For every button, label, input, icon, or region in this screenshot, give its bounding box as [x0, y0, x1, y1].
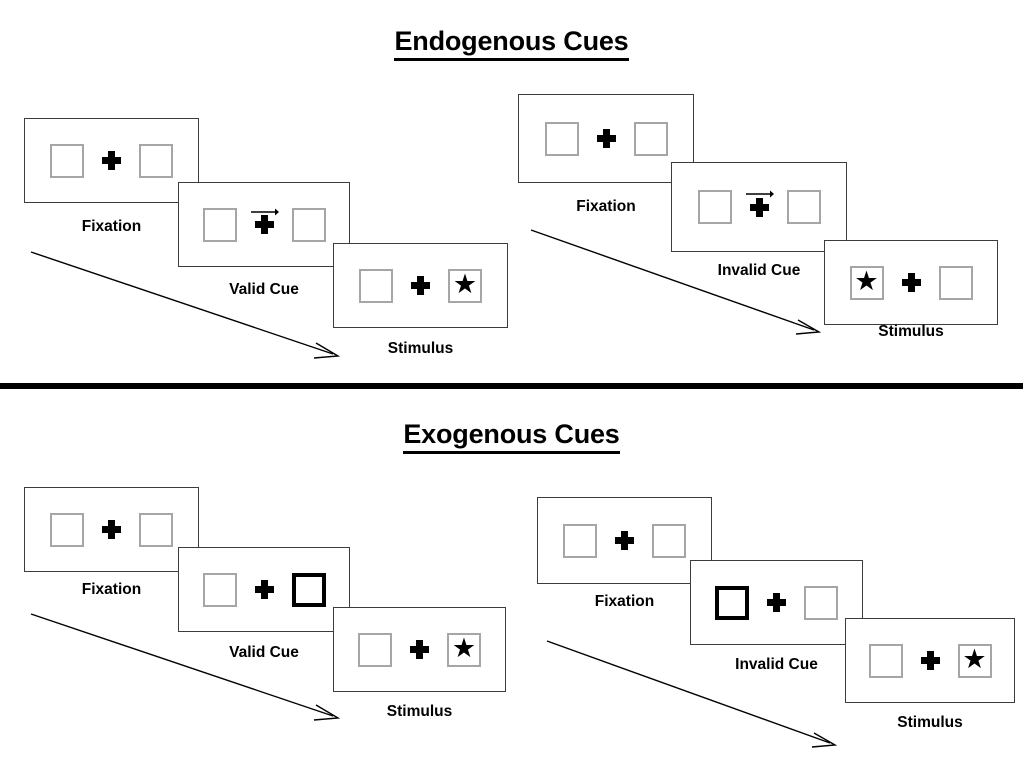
placeholder-box-left [544, 121, 579, 156]
placeholder-box-left [697, 190, 732, 224]
panel-content: ★ [334, 608, 505, 691]
panel-content [25, 488, 198, 571]
placeholder-box-right [804, 585, 838, 620]
arrow-right-icon [250, 208, 279, 215]
stage-label-exo-invalid-cue: Invalid Cue [735, 656, 818, 673]
star-target-icon: ★ [854, 266, 879, 296]
section-title-exogenous: Exogenous Cues [0, 419, 1023, 454]
stage-label-exo-invalid-stimulus: Stimulus [897, 714, 963, 731]
fixation-cross-icon [411, 276, 430, 295]
fixation-cross-area [596, 122, 616, 156]
stage-label-endo-valid-stimulus: Stimulus [387, 340, 454, 357]
fixation-cross-area [254, 573, 274, 607]
fixation-cross-icon [102, 520, 121, 539]
placeholder-box-left-cued [715, 585, 749, 620]
section-divider [0, 383, 1023, 389]
fixation-cross-icon [254, 580, 274, 599]
placeholder-box-left [358, 632, 392, 667]
section-title-endogenous: Endogenous Cues [0, 26, 1023, 61]
placeholder-box-right-target: ★ [448, 268, 482, 303]
stage-label-exo-invalid-fixation: Fixation [594, 593, 655, 610]
trial-panel-exo-invalid-stimulus[interactable]: ★ [845, 618, 1015, 703]
fixation-cross-icon [767, 593, 786, 612]
fixation-cross-icon [102, 151, 121, 170]
fixation-cross-icon [410, 640, 429, 659]
fixation-cross-area [410, 633, 429, 667]
fixation-cross-icon [615, 531, 634, 550]
star-target-icon: ★ [962, 644, 987, 674]
stage-label-endo-valid-cue: Valid Cue [229, 281, 299, 298]
stage-label-endo-invalid-fixation: Fixation [576, 198, 636, 215]
placeholder-box-left [50, 512, 84, 547]
fixation-cross-area [102, 513, 121, 547]
panel-content [691, 561, 862, 644]
fixation-cross-icon [901, 273, 921, 292]
panel-content: ★ [334, 244, 507, 327]
fixation-cross-area [745, 190, 774, 224]
panel-content: ★ [846, 619, 1014, 702]
placeholder-box-right [139, 512, 173, 547]
arrow-right-icon [745, 190, 774, 198]
star-target-icon: ★ [452, 269, 478, 299]
placeholder-box-left [202, 207, 237, 242]
placeholder-box-right [139, 143, 173, 178]
fixation-cross-area [250, 208, 279, 242]
placeholder-box-right [633, 121, 668, 156]
panel-content [179, 183, 349, 266]
placeholder-box-left [359, 268, 393, 303]
star-target-icon: ★ [451, 633, 477, 663]
fixation-cross-icon [254, 215, 274, 234]
fixation-cross-area [920, 644, 940, 678]
panel-content [519, 95, 693, 182]
panel-content [538, 498, 711, 583]
stage-label-exo-valid-fixation: Fixation [81, 581, 142, 598]
trial-panel-exo-invalid-cue[interactable] [690, 560, 863, 645]
trial-panel-exo-valid-fixation[interactable] [24, 487, 199, 572]
placeholder-box-right [652, 523, 686, 558]
stage-label-exo-valid-stimulus: Stimulus [386, 703, 453, 720]
fixation-cross-icon [920, 651, 940, 670]
panel-content: ★ [825, 241, 997, 324]
stage-label-endo-invalid-stimulus: Stimulus [878, 323, 944, 340]
placeholder-box-left [868, 643, 903, 678]
section-title-endogenous-text: Endogenous Cues [394, 26, 629, 61]
placeholder-box-right [786, 190, 821, 224]
stage-label-endo-invalid-cue: Invalid Cue [717, 262, 801, 279]
fixation-cross-area [767, 586, 786, 620]
fixation-cross-area [615, 524, 634, 558]
stage-label-endo-valid-fixation: Fixation [81, 218, 142, 235]
placeholder-box-left [563, 523, 597, 558]
trial-panel-endo-invalid-cue[interactable] [671, 162, 847, 252]
placeholder-box-left [202, 572, 237, 607]
trial-panel-exo-valid-cue[interactable] [178, 547, 350, 632]
placeholder-box-right-target: ★ [447, 632, 481, 667]
fixation-cross-area [901, 266, 921, 300]
panel-content [672, 163, 846, 251]
trial-panel-endo-invalid-fixation[interactable] [518, 94, 694, 183]
section-title-exogenous-text: Exogenous Cues [403, 419, 620, 454]
placeholder-box-right-cued [291, 572, 326, 607]
trial-panel-endo-valid-fixation[interactable] [24, 118, 199, 203]
panel-content [179, 548, 349, 631]
trial-panel-endo-valid-cue[interactable] [178, 182, 350, 267]
fixation-cross-area [102, 144, 121, 178]
fixation-cross-area [411, 269, 430, 303]
trial-panel-endo-valid-stimulus[interactable]: ★ [333, 243, 508, 328]
placeholder-box-right [291, 207, 326, 242]
time-flow-arrow-exo-invalid [546, 640, 838, 748]
panel-content [25, 119, 198, 202]
placeholder-box-right-target: ★ [957, 643, 992, 678]
placeholder-box-left [50, 143, 84, 178]
trial-panel-exo-valid-stimulus[interactable]: ★ [333, 607, 506, 692]
placeholder-box-right [938, 265, 973, 300]
fixation-cross-icon [596, 129, 616, 148]
fixation-cross-icon [749, 197, 769, 217]
trial-panel-endo-invalid-stimulus[interactable]: ★ [824, 240, 998, 325]
trial-panel-exo-invalid-fixation[interactable] [537, 497, 712, 584]
placeholder-box-left-target: ★ [849, 265, 884, 300]
stage-label-exo-valid-cue: Valid Cue [229, 644, 299, 661]
